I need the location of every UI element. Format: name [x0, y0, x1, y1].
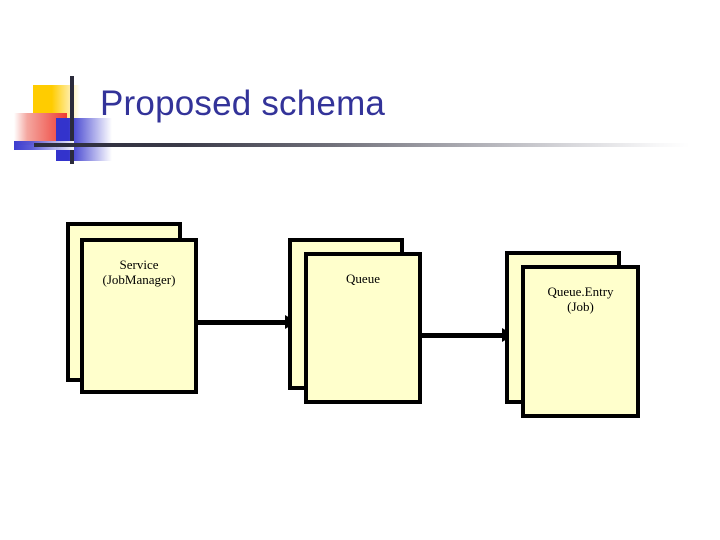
- arrow-queue-to-queueentry-shaft: [420, 333, 503, 338]
- node-queue-front-card: Queue: [304, 252, 422, 404]
- decoration-horizontal-rule: [34, 143, 690, 147]
- node-service-front-card: Service (JobManager): [80, 238, 198, 394]
- decoration-blue-square: [56, 118, 112, 161]
- node-queue[interactable]: Queue: [288, 238, 424, 404]
- node-service-label: Service (JobManager): [102, 257, 176, 287]
- arrow-service-to-queue-shaft: [198, 320, 286, 325]
- node-service[interactable]: Service (JobManager): [66, 222, 202, 394]
- node-queue-entry-front-card: Queue.Entry (Job): [521, 265, 640, 418]
- node-queue-entry-label: Queue.Entry (Job): [547, 284, 614, 314]
- node-queue-label: Queue: [346, 271, 380, 286]
- decoration-vertical-line: [70, 76, 74, 164]
- page-title: Proposed schema: [100, 84, 386, 123]
- node-queue-entry[interactable]: Queue.Entry (Job): [505, 251, 641, 418]
